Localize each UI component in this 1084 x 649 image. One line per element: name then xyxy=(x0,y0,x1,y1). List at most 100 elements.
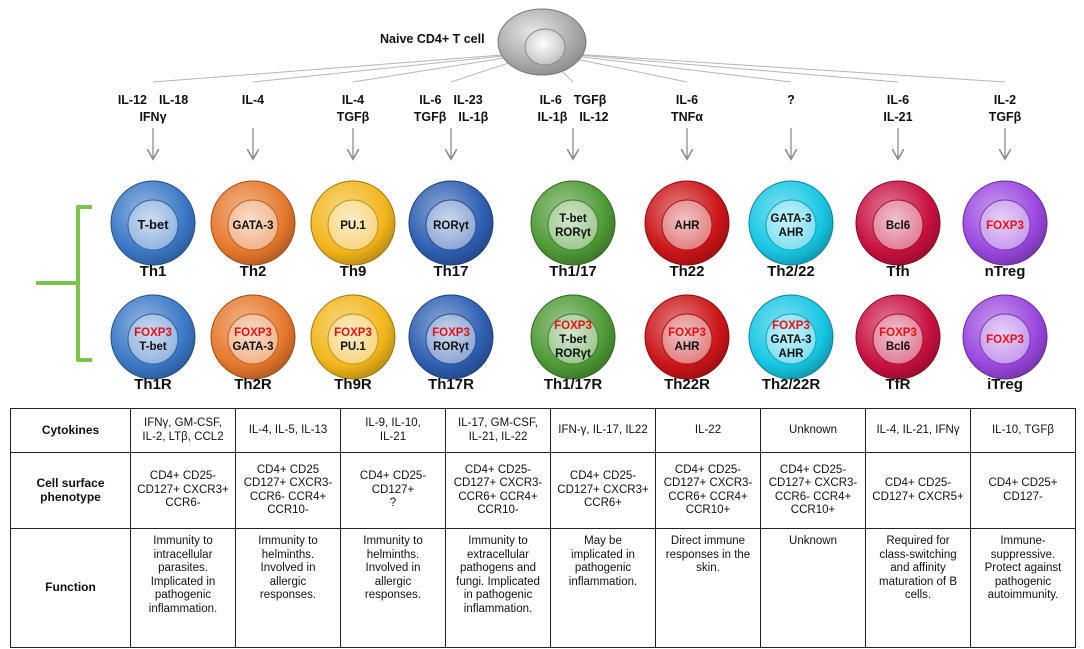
cell-text-line: CCR10+ xyxy=(685,504,731,516)
transcription-factor-label: AHR xyxy=(779,348,805,360)
cell-text-line: CCR10- xyxy=(477,504,519,516)
foxp3-label: FOXP3 xyxy=(772,320,810,332)
cytokine-label: IL-6 xyxy=(539,93,562,107)
foxp3-label: FOXP3 xyxy=(432,327,470,339)
cell-text-line: CD4+ CD25- xyxy=(884,477,952,489)
transcription-factor-label: RORγt xyxy=(555,348,591,360)
cytokine-label: TGFβ xyxy=(573,93,607,107)
cell-text-line: CD127+ CXCR3- xyxy=(768,477,858,489)
cell-text-line: maturation of B xyxy=(879,575,957,588)
cytokine-label: ? xyxy=(787,93,795,107)
transcription-factor-label: Bcl6 xyxy=(886,341,910,353)
cell-icons: T-betFOXP3T-betGATA-3FOXP3GATA-3PU.1FOXP… xyxy=(110,180,1048,380)
cell-text-line: CD4+ CD25+ xyxy=(988,477,1058,489)
transcription-factor-label: GATA-3 xyxy=(770,213,811,225)
cell-text-line: Implicated in xyxy=(150,575,216,588)
cytokine-label: IFNγ xyxy=(139,110,167,124)
row-header-function: Function xyxy=(10,528,131,648)
cell-text-line: IL-4, IL-5, IL-13 xyxy=(248,423,328,436)
cell-text-line: CD4+ CD25- xyxy=(674,463,742,476)
transcription-factor-label: GATA-3 xyxy=(232,220,273,232)
inducing-cytokines: ? xyxy=(741,92,841,108)
cell-text-line: skin. xyxy=(696,562,720,574)
cell-text-line: suppressive. xyxy=(990,548,1056,561)
transcription-factor-label: PU.1 xyxy=(340,220,366,232)
cytokine-label: IL-6 xyxy=(675,93,699,107)
cell-text-line: responses. xyxy=(364,589,422,601)
inducing-cytokines: IL-6 TGFβ xyxy=(523,92,623,108)
cell-text-line: CCR10+ xyxy=(790,504,836,516)
foxp3-label: FOXP3 xyxy=(234,327,272,339)
table-cell: Unknown xyxy=(760,408,866,453)
regulatory-subset-name: Th1R xyxy=(134,376,172,393)
cell-nucleus xyxy=(227,313,279,365)
table-cell: IL-22 xyxy=(655,408,761,453)
cell-text-line: Immunity to xyxy=(153,535,213,547)
foxp3-label: FOXP3 xyxy=(134,327,172,339)
regulatory-subset-name: Th9R xyxy=(334,376,372,393)
cell-text-line: CCR6- CCR4+ xyxy=(774,490,852,503)
inducing-cytokines: IL-4 xyxy=(203,92,303,108)
foxp3-label: FOXP3 xyxy=(986,334,1024,346)
effector-cell-th17: RORγt xyxy=(408,180,494,266)
naive-t-cell-label: Naive CD4+ T cell xyxy=(380,32,485,46)
cell-text-line: inflammation. xyxy=(463,602,533,615)
cell-text-line: allergic xyxy=(269,575,307,588)
subset-name: Th2/22 xyxy=(767,263,815,280)
differentiation-arrows xyxy=(153,128,1005,158)
inducing-cytokines: IL-6 xyxy=(848,92,948,108)
cytokine-label: IL-4 xyxy=(341,93,365,107)
table-cell: IFN-γ, IL-17, IL22 xyxy=(550,408,656,453)
branch-line xyxy=(541,51,899,83)
effector-cell-treg: FOXP3 xyxy=(962,180,1048,266)
cell-nucleus xyxy=(425,199,477,251)
cell-nucleus xyxy=(872,199,924,251)
inducing-cytokines: IL-6 xyxy=(637,92,737,108)
cytokine-label: IL-6 xyxy=(419,93,442,107)
regulatory-subset-name: Th2/22R xyxy=(761,376,821,393)
table-cell: CD4+ CD25-CD127+ CXCR3+CCR6+ xyxy=(550,452,656,529)
cell-text-line: Involved in xyxy=(365,562,421,574)
cell-text-line: inflammation. xyxy=(148,602,218,615)
cell-text-line: autoimmunity. xyxy=(987,589,1059,601)
effector-cell-th9: PU.1 xyxy=(310,180,396,266)
regulatory-subset-name: Th1/17R xyxy=(543,376,603,393)
cell-text-line: Unknown xyxy=(789,535,837,547)
table-cell: IL-9, IL-10,IL-21 xyxy=(340,408,446,453)
inducing-cytokines: IL-4 xyxy=(303,92,403,108)
branch-line xyxy=(541,51,792,83)
cell-text-line: pathogens and xyxy=(459,562,537,574)
cell-text-line: CCR6+ xyxy=(583,497,623,510)
cytokine-label: IL-4 xyxy=(241,93,265,107)
inducing-cytokines: IL-21 xyxy=(848,109,948,125)
cell-text-line: helminths. xyxy=(261,548,315,561)
cell-text-line: CD4+ CD25- xyxy=(359,470,427,483)
cell-text-line: CD127+ CXCR3+ xyxy=(557,483,649,496)
cell-text-line: CD127+ CXCR5+ xyxy=(872,490,964,503)
cell-nucleus xyxy=(765,313,817,365)
cell-text-line: CCR6- CCR4+ xyxy=(249,490,327,503)
cell-text-line: responses. xyxy=(259,589,317,601)
inducing-cytokines: IL-2 xyxy=(955,92,1055,108)
cell-text-line: CD127+ CXCR3- xyxy=(453,477,543,489)
cell-nucleus xyxy=(661,199,713,251)
foxp3-label: FOXP3 xyxy=(668,327,706,339)
table-cell: IL-4, IL-21, IFNγ xyxy=(865,408,971,453)
cell-text-line: intracellular xyxy=(153,548,213,561)
transcription-factor-label: RORγt xyxy=(433,341,469,353)
cytokine-label: TGFβ xyxy=(988,110,1022,124)
cell-text-line: pathogenic xyxy=(574,562,632,574)
effector-cell-th1: T-bet xyxy=(110,180,196,266)
cell-text-line: pathogenic xyxy=(154,589,212,601)
cytokine-label: IL-2 xyxy=(993,93,1017,107)
